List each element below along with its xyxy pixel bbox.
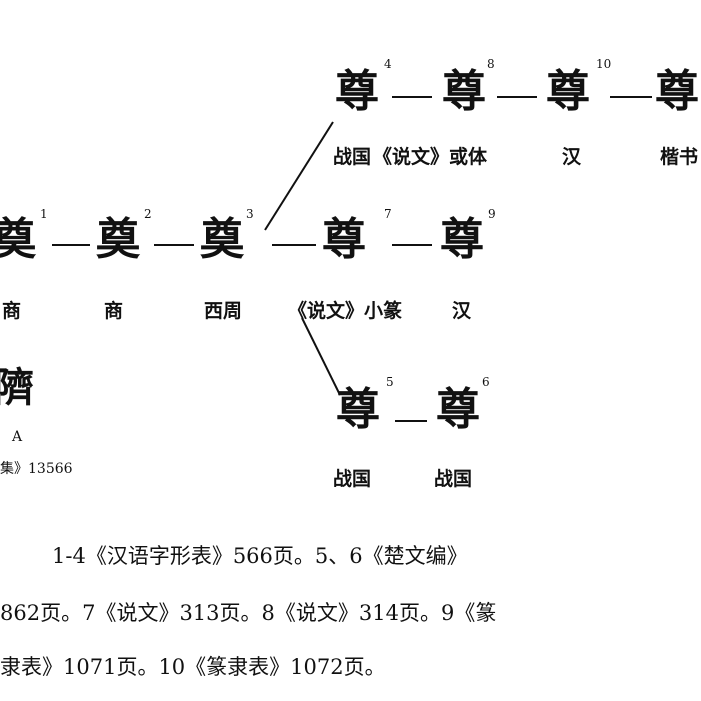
branch-line-top: [264, 121, 334, 231]
caption-line-1: 1-4《汉语字形表》566页。5、6《楚文编》: [52, 544, 468, 568]
dash: [154, 244, 194, 246]
glyph-number-5: 5: [386, 375, 394, 389]
label-shuowen-huoti: 《说文》或体: [373, 146, 488, 168]
label-han: 汉: [562, 146, 582, 168]
glyph-8: 尊: [442, 66, 486, 117]
label-xizhou: 西周: [204, 300, 243, 322]
side-note-glyph: 隮: [0, 364, 34, 411]
dash: [395, 420, 427, 422]
glyph-number-7: 7: [384, 207, 392, 221]
label-han-2: 汉: [452, 300, 472, 322]
glyph-number-10: 10: [596, 57, 612, 71]
label-shang-2: 商: [104, 300, 124, 322]
label-shang-1: 商: [2, 300, 22, 322]
glyph-number-6: 6: [482, 375, 490, 389]
glyph-3: 奠: [200, 214, 244, 265]
glyph-kaishu: 尊: [655, 66, 699, 117]
glyph-4: 尊: [335, 66, 379, 117]
glyph-number-9: 9: [488, 207, 496, 221]
glyph-number-3: 3: [246, 207, 254, 221]
glyph-5: 尊: [336, 384, 380, 435]
glyph-9: 尊: [440, 214, 484, 265]
dash: [392, 244, 432, 246]
dash: [272, 244, 316, 246]
glyph-number-1: 1: [40, 207, 48, 221]
side-note-source: 集》13566: [0, 461, 73, 477]
glyph-1: 奠: [0, 214, 36, 265]
caption-line-2: 862页。7《说文》313页。8《说文》314页。9《篆: [0, 601, 497, 625]
dash: [52, 244, 90, 246]
label-kaishu: 楷书: [660, 146, 699, 168]
caption-line-3: 隶表》1071页。10《篆隶表》1072页。: [0, 655, 386, 679]
glyph-number-2: 2: [144, 207, 152, 221]
glyph-2: 奠: [96, 214, 140, 265]
label-zhanguo: 战国: [333, 146, 372, 168]
label-zhanguo-5: 战国: [333, 468, 372, 490]
label-shuowen-xiaozhuan: 《说文》小篆: [288, 300, 403, 322]
dash: [497, 96, 537, 98]
side-note-letter: A: [12, 429, 23, 445]
glyph-number-8: 8: [487, 57, 495, 71]
glyph-7: 尊: [322, 214, 366, 265]
label-zhanguo-6: 战国: [434, 468, 473, 490]
glyph-10: 尊: [546, 66, 590, 117]
glyph-number-4: 4: [384, 57, 392, 71]
glyph-6: 尊: [436, 384, 480, 435]
branch-line-bottom: [301, 317, 341, 396]
dash: [392, 96, 432, 98]
dash: [610, 96, 652, 98]
